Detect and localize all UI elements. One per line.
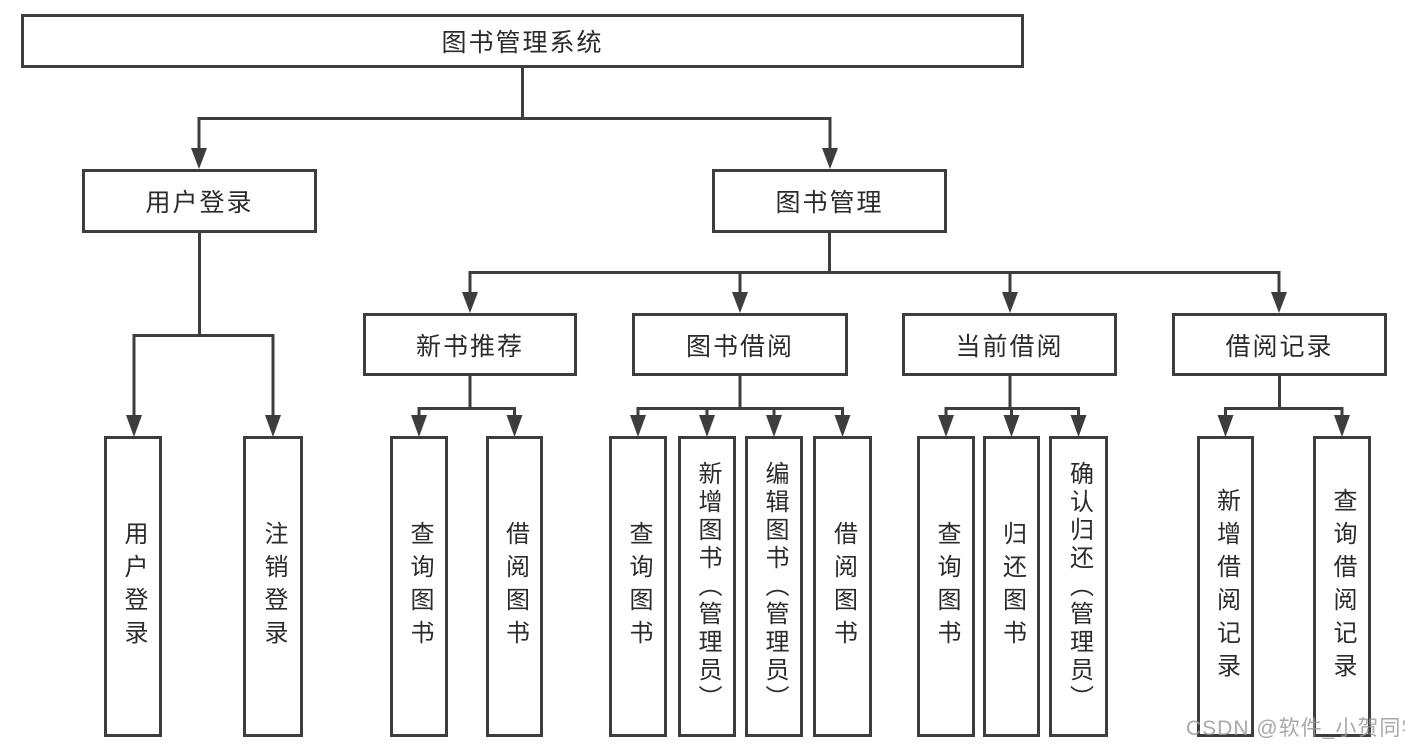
arrow <box>1271 271 1287 313</box>
rail-new-book <box>419 376 515 410</box>
leaf-borrow-query-label: 查询图书 <box>625 520 652 653</box>
arrow <box>265 334 281 437</box>
leaf-borrow-add-admin: 新增图书（管理员） <box>678 436 736 737</box>
arrow <box>938 407 954 437</box>
leaf-user-login-label: 用户登录 <box>120 520 147 653</box>
node-user-login-label: 用户登录 <box>145 189 254 217</box>
node-user-login: 用户登录 <box>82 169 317 233</box>
leaf-current-confirm-admin: 确认归还（管理员） <box>1049 436 1108 737</box>
arrow <box>834 407 851 437</box>
leaf-logout: 注销登录 <box>243 436 303 737</box>
node-current-borrow-label: 当前借阅 <box>955 332 1064 361</box>
leaf-newbook-borrow-label: 借阅图书 <box>501 520 529 653</box>
leaf-logout-label: 注销登录 <box>260 520 287 653</box>
arrow <box>506 407 523 437</box>
node-root-system: 图书管理系统 <box>21 14 1024 68</box>
rail-current-borrow <box>946 376 1079 410</box>
arrow <box>732 271 748 313</box>
arrow <box>1003 407 1020 437</box>
leaf-borrow-query: 查询图书 <box>609 436 667 737</box>
rail-root <box>199 68 830 120</box>
node-new-book-recommend: 新书推荐 <box>363 313 577 376</box>
arrow <box>1070 407 1087 437</box>
leaf-newbook-query-label: 查询图书 <box>406 520 433 653</box>
leaf-current-confirm-admin-label: 确认归还（管理员） <box>1065 460 1093 713</box>
rail-borrow-records <box>1225 376 1342 410</box>
leaf-records-query-label: 查询借阅记录 <box>1329 487 1356 686</box>
leaf-current-return-label: 归还图书 <box>998 520 1026 653</box>
leaf-current-query-label: 查询图书 <box>933 520 960 653</box>
arrow <box>699 407 715 437</box>
arrow <box>191 117 207 169</box>
node-new-book-recommend-label: 新书推荐 <box>415 332 524 361</box>
arrow <box>411 407 427 437</box>
leaf-current-return: 归还图书 <box>983 436 1040 737</box>
leaf-user-login: 用户登录 <box>104 436 162 737</box>
leaf-borrow-borrow-label: 借阅图书 <box>829 520 857 653</box>
rail-book-borrow <box>638 376 843 410</box>
arrow <box>1002 271 1018 313</box>
leaf-borrow-edit-admin: 编辑图书（管理员） <box>745 436 803 737</box>
arrow <box>766 407 782 437</box>
arrow <box>1217 407 1234 437</box>
csdn-watermark: CSDN @软件_小贺同学 <box>1186 717 1405 740</box>
node-borrow-records-label: 借阅记录 <box>1225 332 1334 361</box>
node-book-borrow: 图书借阅 <box>632 313 848 376</box>
arrow <box>822 117 838 169</box>
leaf-newbook-borrow: 借阅图书 <box>486 436 543 737</box>
arrow <box>126 334 142 437</box>
leaf-borrow-add-admin-label: 新增图书（管理员） <box>694 460 721 713</box>
leaf-borrow-edit-admin-label: 编辑图书（管理员） <box>761 460 788 713</box>
rail-book-mgmt <box>470 233 1279 274</box>
node-book-management-label: 图书管理 <box>775 189 884 217</box>
node-book-management: 图书管理 <box>712 169 947 233</box>
node-book-borrow-label: 图书借阅 <box>685 332 794 361</box>
node-root-label: 图书管理系统 <box>441 29 604 57</box>
arrow <box>1334 407 1350 437</box>
leaf-records-add-label: 新增借阅记录 <box>1212 487 1240 686</box>
leaf-newbook-query: 查询图书 <box>390 436 448 737</box>
leaf-records-add: 新增借阅记录 <box>1197 436 1254 737</box>
node-current-borrow: 当前借阅 <box>902 313 1117 376</box>
node-borrow-records: 借阅记录 <box>1172 313 1387 376</box>
leaf-borrow-borrow: 借阅图书 <box>813 436 872 737</box>
rail-user-login <box>134 232 273 337</box>
leaf-records-query: 查询借阅记录 <box>1313 436 1371 737</box>
arrow <box>462 271 478 313</box>
leaf-current-query: 查询图书 <box>917 436 975 737</box>
arrow <box>630 407 646 437</box>
